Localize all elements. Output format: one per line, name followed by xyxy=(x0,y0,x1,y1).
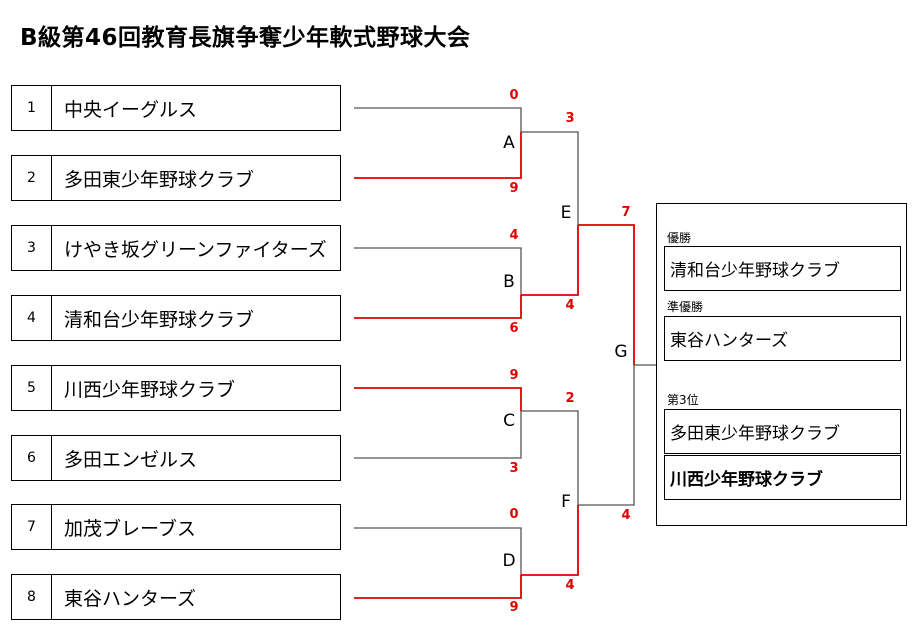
team-name: 多田東少年野球クラブ xyxy=(64,168,255,191)
match-label-d: D xyxy=(502,551,516,571)
results-panel xyxy=(656,203,907,526)
bracket-line-e-winner xyxy=(578,224,635,365)
match-label-b: B xyxy=(503,272,515,292)
third-place-box-2: 川西少年野球クラブ xyxy=(664,455,901,500)
team-seed: 3 xyxy=(12,226,52,270)
score-c-top: 9 xyxy=(509,368,519,383)
score-g-bottom: 4 xyxy=(621,508,631,523)
match-label-f: F xyxy=(561,492,571,512)
team-seed: 7 xyxy=(12,505,52,549)
third-place-box-1: 多田東少年野球クラブ xyxy=(664,409,901,454)
team-name: けやき坂グリーンファイターズ xyxy=(64,238,327,261)
score-f-top: 2 xyxy=(565,391,575,406)
team-name: 東谷ハンターズ xyxy=(64,587,197,610)
runner-up-label: 準優勝 xyxy=(667,300,704,314)
score-f-bottom: 4 xyxy=(565,578,575,593)
team-name: 多田エンゼルス xyxy=(64,448,198,471)
team-seed: 5 xyxy=(12,366,52,410)
score-b-top: 4 xyxy=(509,228,519,243)
bracket-line-team8 xyxy=(354,575,522,599)
match-label-c: C xyxy=(503,411,515,431)
team-box-8: 8 東谷ハンターズ xyxy=(11,574,341,620)
bracket-line-d-winner xyxy=(521,505,579,576)
team-box-2: 2 多田東少年野球クラブ xyxy=(11,155,341,201)
team-seed: 4 xyxy=(12,296,52,340)
team-name: 清和台少年野球クラブ xyxy=(64,308,255,331)
score-d-bottom: 9 xyxy=(509,600,519,615)
score-b-bottom: 6 xyxy=(509,321,519,336)
team-box-4: 4 清和台少年野球クラブ xyxy=(11,295,341,341)
third-place-label: 第3位 xyxy=(667,393,699,407)
team-box-7: 7 加茂ブレーブス xyxy=(11,504,341,550)
match-label-a: A xyxy=(503,133,515,153)
bracket-line-team1 xyxy=(354,107,522,132)
bracket-line-c-winner xyxy=(521,410,579,505)
team-name: 中央イーグルス xyxy=(64,98,198,121)
team-name: 川西少年野球クラブ xyxy=(64,378,236,401)
bracket-line-team6 xyxy=(354,411,522,459)
bracket-line-team4 xyxy=(354,295,522,319)
match-label-e: E xyxy=(560,203,572,223)
score-d-top: 0 xyxy=(509,507,519,522)
score-e-top: 3 xyxy=(565,111,575,126)
score-a-bottom: 9 xyxy=(509,181,519,196)
team-box-5: 5 川西少年野球クラブ xyxy=(11,365,341,411)
bracket-line-team5 xyxy=(354,387,522,411)
team-name: 加茂ブレーブス xyxy=(64,517,196,540)
team-box-6: 6 多田エンゼルス xyxy=(11,435,341,481)
bracket-line-a-winner xyxy=(521,131,579,225)
champion-label: 優勝 xyxy=(667,231,692,245)
score-g-top: 7 xyxy=(621,205,631,220)
team-seed: 6 xyxy=(12,436,52,480)
bracket-line-team7 xyxy=(354,527,522,575)
team-seed: 1 xyxy=(12,86,52,130)
bracket-line-b-winner xyxy=(521,225,579,296)
bracket-line-team2 xyxy=(354,132,522,179)
team-box-3: 3 けやき坂グリーンファイターズ xyxy=(11,225,341,271)
team-box-1: 1 中央イーグルス xyxy=(11,85,341,131)
score-a-top: 0 xyxy=(509,88,519,103)
champion-box: 清和台少年野球クラブ xyxy=(664,246,901,291)
bracket-line-f-winner xyxy=(578,365,635,506)
team-seed: 8 xyxy=(12,575,52,619)
score-e-bottom: 4 xyxy=(565,298,575,313)
page-title: B級第46回教育長旗争奪少年軟式野球大会 xyxy=(20,25,471,51)
team-seed: 2 xyxy=(12,156,52,200)
bracket-line-team3 xyxy=(354,247,522,295)
match-label-g: G xyxy=(614,342,628,362)
runner-up-box: 東谷ハンターズ xyxy=(664,316,901,361)
score-c-bottom: 3 xyxy=(509,461,519,476)
